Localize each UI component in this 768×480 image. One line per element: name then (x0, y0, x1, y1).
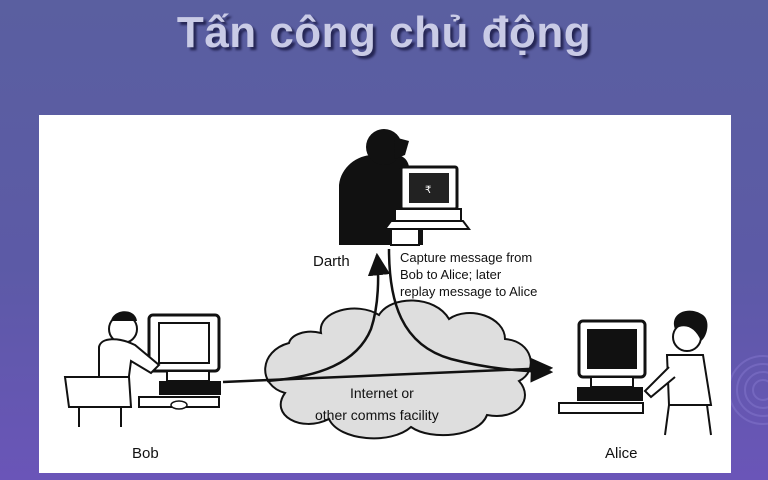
diagram-panel: ₹ (39, 115, 731, 473)
replay-attack-diagram: ₹ (63, 129, 713, 440)
network-label-line1: Internet or (350, 385, 414, 401)
attack-note-line2: Bob to Alice; later (400, 267, 502, 282)
bob-computer-icon (63, 311, 221, 427)
capture-arrow (266, 252, 391, 383)
network-cloud (264, 299, 532, 440)
attack-note-line3: replay message to Alice (400, 284, 538, 299)
network-label-line2: other comms facility (315, 407, 439, 423)
slide-title: Tấn công chủ động (176, 8, 592, 57)
replay-arrow (387, 248, 554, 383)
attack-note: Capture message from Bob to Alice; later… (400, 249, 580, 300)
darth-label: Darth (313, 253, 350, 270)
alice-computer-icon (558, 310, 713, 436)
darth-computer-icon: ₹ (339, 129, 471, 246)
attack-note-line1: Capture message from (400, 250, 533, 265)
alice-label: Alice (605, 445, 638, 462)
svg-text:₹: ₹ (425, 185, 431, 196)
bob-label: Bob (132, 445, 159, 462)
